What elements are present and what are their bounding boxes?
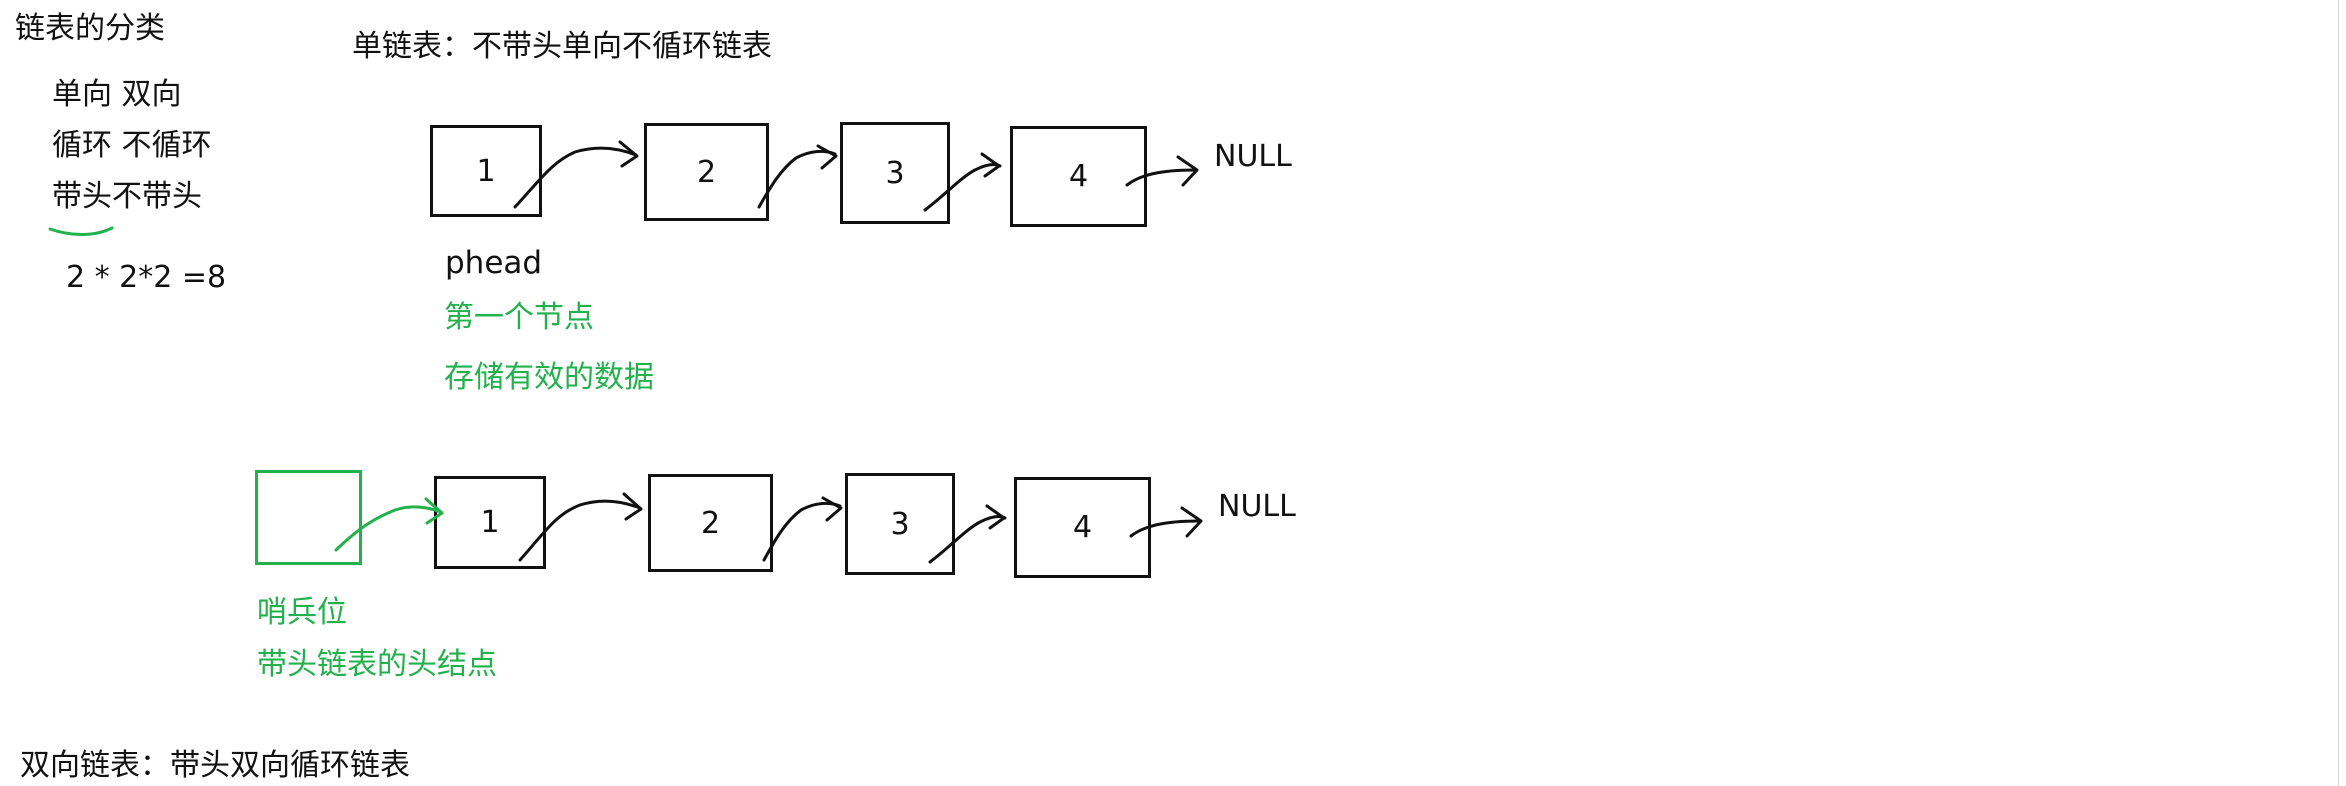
single-null-label: NULL — [1214, 139, 1292, 174]
headed-arrow-head-4-null — [1180, 506, 1203, 538]
single-node-3-value: 3 — [885, 155, 905, 191]
single-node-2-value: 2 — [696, 154, 717, 190]
right-edge-divider — [2338, 0, 2339, 786]
single-node-3: 3 — [840, 122, 950, 224]
headed-arrow-2-3 — [762, 501, 842, 562]
first-node-note: 第一个节点 — [444, 300, 594, 335]
headed-node-4: 4 — [1014, 477, 1151, 578]
sentinel-label: 哨兵位 — [257, 595, 347, 630]
classification-head-rest: 不带头 — [112, 179, 202, 214]
single-arrow-head-2-3 — [816, 144, 838, 170]
sentinel-node — [255, 470, 362, 565]
headed-null-label: NULL — [1218, 489, 1296, 524]
phead-label: phead — [445, 245, 543, 281]
single-node-1: 1 — [430, 125, 542, 217]
single-node-2: 2 — [644, 123, 769, 221]
marked-underline — [48, 226, 114, 236]
headed-node-2-value: 2 — [700, 505, 721, 541]
headed-node-1-value: 1 — [480, 505, 500, 540]
headed-arrow-head-2-3 — [821, 496, 843, 522]
single-node-4-value: 4 — [1068, 159, 1089, 194]
headed-node-2: 2 — [648, 474, 773, 572]
double-list-title: 双向链表：带头双向循环链表 — [20, 748, 410, 783]
valid-data-note: 存储有效的数据 — [444, 360, 654, 395]
single-list-title: 单链表：不带头单向不循环链表 — [352, 29, 772, 64]
single-node-1-value: 1 — [476, 153, 496, 189]
single-arrow-head-1-2 — [618, 140, 639, 168]
headed-arrow-head-3-4 — [985, 504, 1006, 530]
classification-cycle: 循环 不循环 — [52, 128, 212, 163]
classification-formula: 2 * 2*2 =8 — [66, 260, 227, 295]
classification-direction: 单向 双向 — [52, 77, 182, 112]
single-arrow-head-4-null — [1176, 155, 1199, 187]
headed-node-4-value: 4 — [1072, 510, 1093, 545]
classification-head-marked: 带头 — [52, 179, 112, 214]
headed-arrow-head-1-2 — [622, 492, 643, 521]
classification-title: 链表的分类 — [15, 11, 165, 46]
single-arrow-2-3 — [757, 149, 837, 209]
single-arrow-head-3-4 — [980, 152, 1001, 178]
single-node-4: 4 — [1010, 126, 1147, 227]
headed-node-3: 3 — [845, 473, 955, 575]
headed-node-1: 1 — [434, 476, 546, 569]
sentinel-note: 带头链表的头结点 — [257, 647, 497, 682]
headed-node-3-value: 3 — [890, 506, 910, 542]
